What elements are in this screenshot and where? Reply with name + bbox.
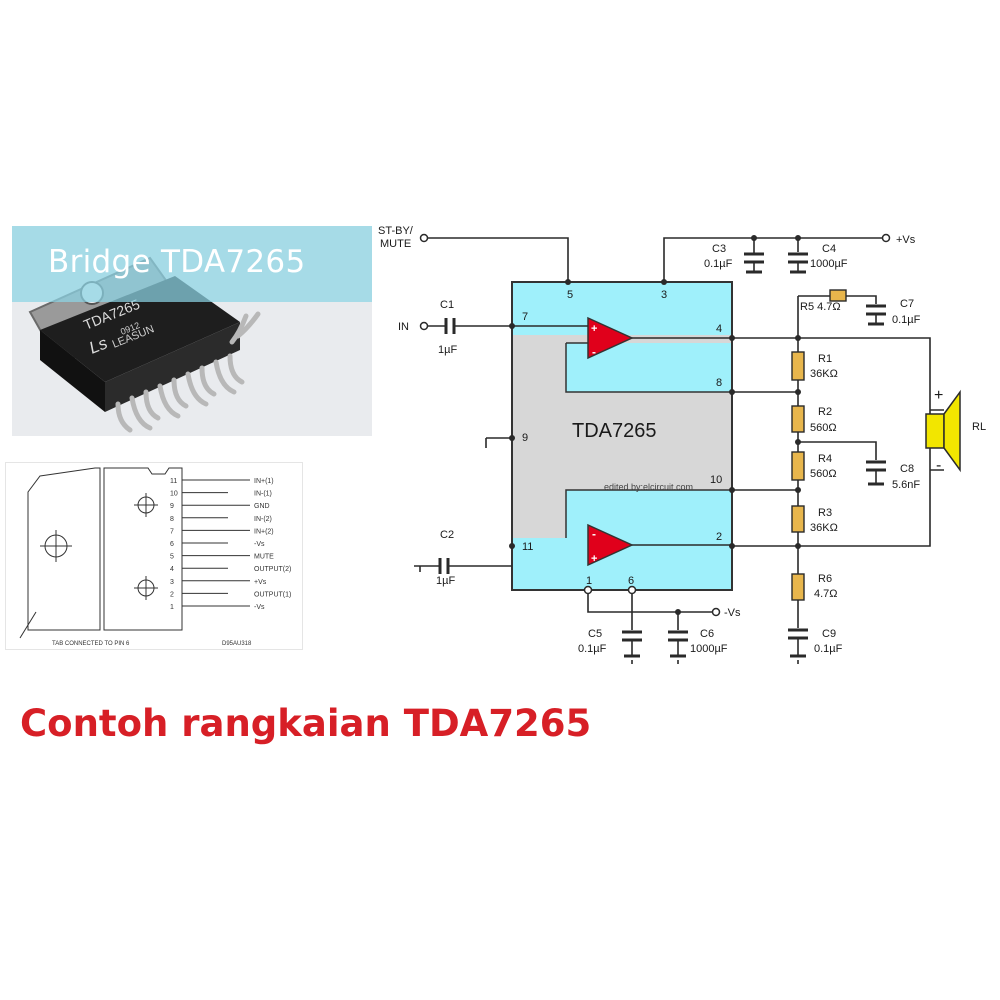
r4-name: R4 xyxy=(818,453,832,465)
amplifier-1 xyxy=(587,316,634,360)
r5-symbol xyxy=(829,289,847,302)
c7-name: C7 xyxy=(900,298,914,310)
pin-11-label: 11 xyxy=(522,541,533,553)
c6-name: C6 xyxy=(700,628,714,640)
svg-text:-: - xyxy=(592,527,596,541)
r4-value: 560Ω xyxy=(810,468,837,480)
c1-value: 1µF xyxy=(438,344,457,356)
c4-value: 1000µF xyxy=(810,258,848,270)
terminals xyxy=(419,233,891,617)
c7-value: 0.1µF xyxy=(892,314,921,326)
r4-symbol xyxy=(791,451,805,481)
chip-name: TDA7265 xyxy=(572,420,657,442)
speaker-icon xyxy=(925,389,961,473)
speaker-minus: - xyxy=(936,457,941,474)
schematic-wires xyxy=(414,237,944,664)
pin-6-label: 6 xyxy=(628,575,634,587)
mute-label: MUTE xyxy=(380,238,411,250)
speaker-plus: + xyxy=(934,387,943,404)
svg-text:-: - xyxy=(592,345,596,359)
r5-name: R5 4.7Ω xyxy=(800,301,841,313)
r1-value: 36KΩ xyxy=(810,368,838,380)
vs-neg-terminal xyxy=(711,607,721,617)
c4-name: C4 xyxy=(822,243,836,255)
input-terminal xyxy=(419,321,429,331)
edited-by-label: edited by:elcircuit.com xyxy=(604,482,693,492)
vs-neg-label: -Vs xyxy=(724,607,741,619)
pin-4-label: 4 xyxy=(716,323,722,335)
r1-symbol xyxy=(791,351,805,381)
r2-symbol xyxy=(791,405,805,433)
pin-9-label: 9 xyxy=(522,432,528,444)
vs-pos-terminal xyxy=(881,233,891,243)
amplifier-2 xyxy=(587,523,634,567)
r6-value: 4.7Ω xyxy=(814,588,838,600)
vs-pos-label: +Vs xyxy=(896,234,916,246)
rl-label: RL xyxy=(972,421,986,433)
svg-text:+: + xyxy=(591,553,597,565)
pin-2-label: 2 xyxy=(716,531,722,543)
pin-5-label: 5 xyxy=(567,289,573,301)
resistors xyxy=(791,289,847,601)
c1-name: C1 xyxy=(440,299,454,311)
c9-name: C9 xyxy=(822,628,836,640)
c3-value: 0.1µF xyxy=(704,258,733,270)
input-label: IN xyxy=(398,321,409,333)
c6-value: 1000µF xyxy=(690,643,728,655)
c8-name: C8 xyxy=(900,463,914,475)
r2-name: R2 xyxy=(818,406,832,418)
c8-value: 5.6nF xyxy=(892,479,920,491)
pin-3-label: 3 xyxy=(661,289,667,301)
pin-7-label: 7 xyxy=(522,311,528,323)
r6-name: R6 xyxy=(818,573,832,585)
banner-title: Bridge TDA7265 xyxy=(48,244,306,280)
pin-1-label: 1 xyxy=(586,575,592,587)
c5-name: C5 xyxy=(588,628,602,640)
tda7265-chip xyxy=(511,281,733,591)
r6-symbol xyxy=(791,573,805,601)
r3-symbol xyxy=(791,505,805,533)
c3-name: C3 xyxy=(712,243,726,255)
capacitors xyxy=(438,252,886,642)
pin-10-label: 10 xyxy=(710,474,722,486)
caption: Contoh rangkaian TDA7265 xyxy=(20,702,592,745)
r2-value: 560Ω xyxy=(810,422,837,434)
standby-terminal xyxy=(419,233,429,243)
standby-label: ST-BY/ xyxy=(378,225,414,237)
r3-value: 36KΩ xyxy=(810,522,838,534)
c2-value: 1µF xyxy=(436,575,455,587)
junction-dots xyxy=(509,235,801,615)
c2-name: C2 xyxy=(440,529,454,541)
r3-name: R3 xyxy=(818,507,832,519)
pin-8-label: 8 xyxy=(716,377,722,389)
c5-value: 0.1µF xyxy=(578,643,607,655)
r1-name: R1 xyxy=(818,353,832,365)
c9-value: 0.1µF xyxy=(814,643,843,655)
svg-text:+: + xyxy=(591,323,597,335)
title-banner xyxy=(12,226,372,302)
